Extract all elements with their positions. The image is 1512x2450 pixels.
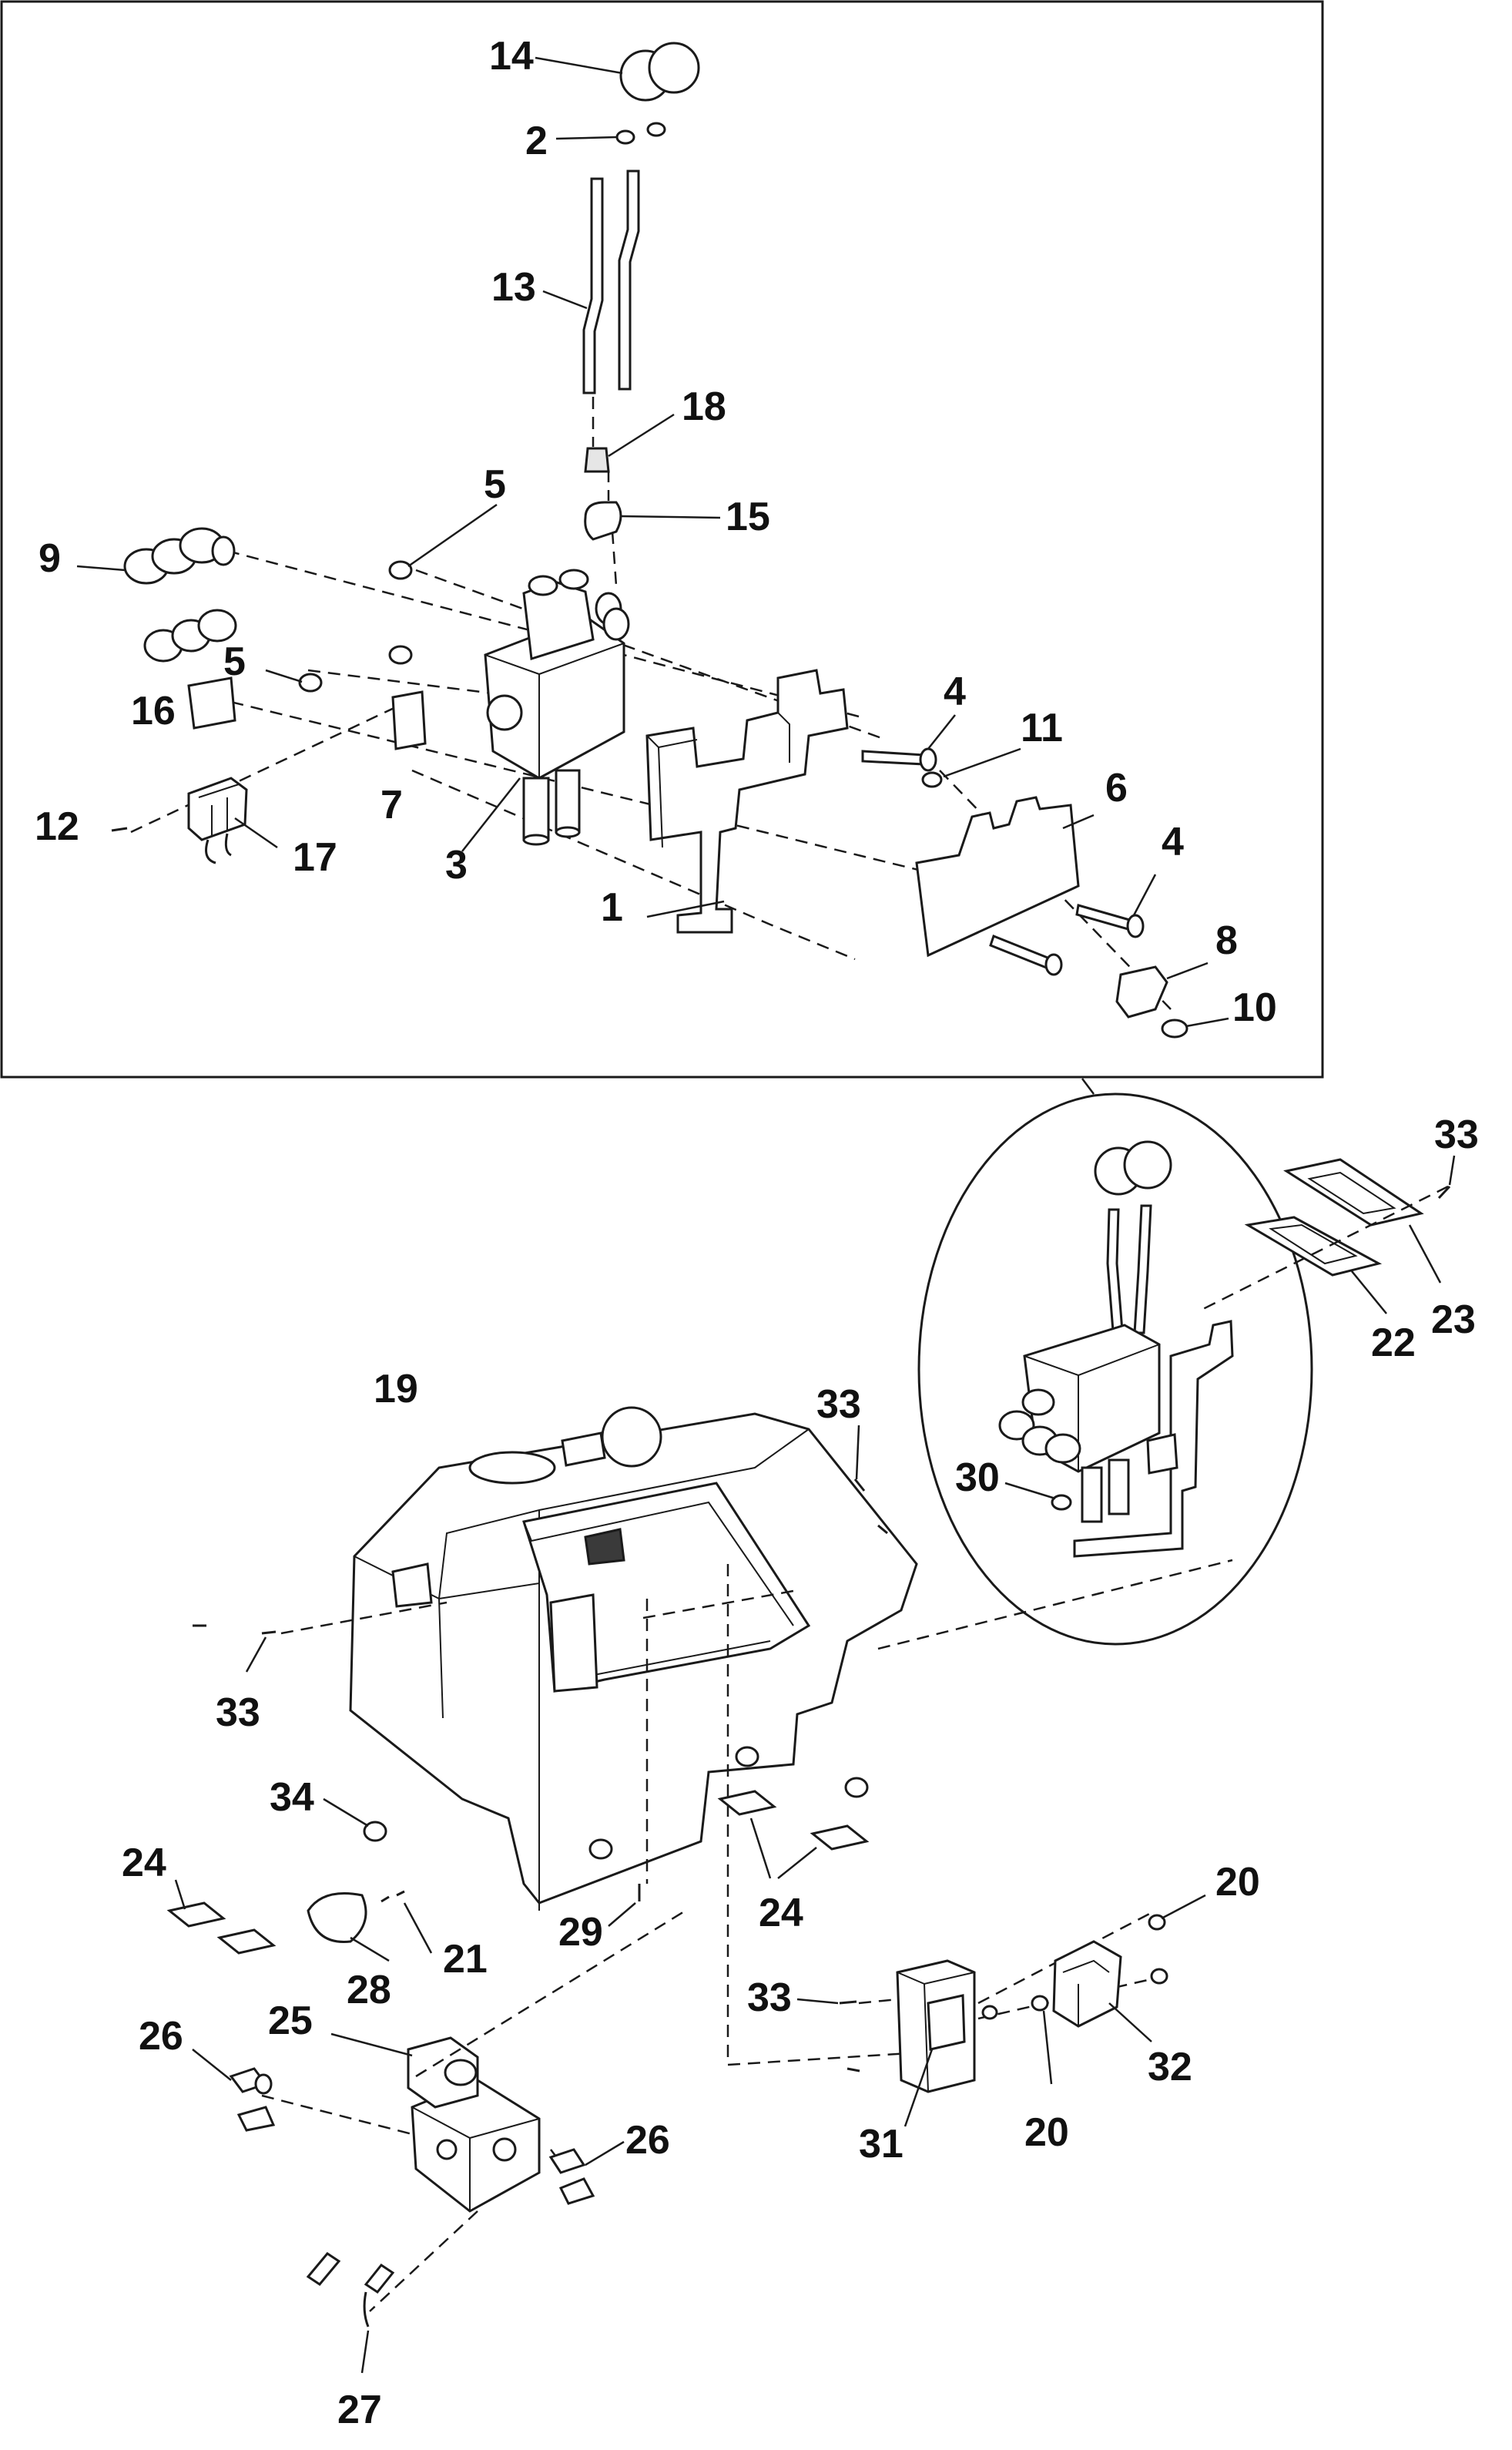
part-fittings-lower (143, 609, 237, 663)
part-screw-33a (1437, 1185, 1451, 1200)
part-knobs (619, 42, 700, 102)
detail-valve-assembly (998, 1140, 1234, 1558)
label-2: 2 (525, 119, 548, 163)
label-32: 32 (1148, 2045, 1192, 2089)
inset-frame (0, 0, 1324, 1079)
part-nut-20a (1148, 1914, 1166, 1931)
part-gasket-22 (1244, 1216, 1383, 1277)
label-28: 28 (347, 1968, 391, 2012)
part-fittings-27 (306, 2252, 395, 2328)
label-16: 16 (131, 689, 176, 733)
label-5b: 5 (223, 639, 246, 684)
part-switch-32 (1052, 1940, 1122, 2028)
label-30: 30 (955, 1455, 1000, 1500)
part-nut-5b (388, 645, 413, 665)
part-screw-33c (839, 2000, 857, 2005)
label-27: 27 (337, 2388, 382, 2432)
part-bushing-34 (363, 1821, 387, 1842)
part-screw-33b (853, 1478, 888, 1535)
part-screw-12 (111, 827, 128, 832)
label-6: 6 (1105, 766, 1128, 811)
part-nut-20b (1031, 1995, 1049, 2012)
label-21: 21 (443, 1937, 488, 1982)
label-11: 11 (1021, 706, 1063, 750)
part-knob-10 (1161, 1019, 1188, 1039)
label-18: 18 (682, 384, 726, 429)
part-fittings-9 (123, 527, 236, 585)
part-screw-21 (381, 1890, 405, 1903)
part-bolt-4b (1075, 904, 1145, 938)
label-1: 1 (601, 885, 623, 930)
label-9: 9 (39, 536, 61, 581)
label-12: 12 (35, 804, 79, 849)
part-housing-19 (349, 1406, 918, 2066)
label-13: 13 (491, 265, 536, 310)
label-34: 34 (270, 1775, 314, 1820)
label-19: 19 (374, 1367, 418, 1411)
label-20b: 20 (1024, 2110, 1069, 2155)
part-cap-28 (307, 1892, 367, 1943)
label-33d: 33 (747, 1975, 792, 2020)
label-15: 15 (726, 495, 770, 539)
label-17: 17 (293, 835, 337, 880)
part-bolt-4a (861, 747, 937, 772)
part-control-valve-3 (484, 569, 630, 846)
part-pads-24-left (166, 1901, 277, 1955)
part-nut-20c (981, 2005, 998, 2020)
label-31: 31 (859, 2122, 904, 2166)
label-24b: 24 (759, 1891, 803, 1935)
part-nut-5a (388, 560, 413, 580)
label-29: 29 (558, 1910, 603, 1955)
part-bushing-b (735, 1746, 759, 1767)
part-plate-6 (915, 796, 1080, 958)
part-fittings-26-left (229, 2067, 276, 2132)
label-26b: 26 (625, 2118, 670, 2163)
label-5a: 5 (484, 462, 506, 507)
label-4a: 4 (944, 670, 966, 714)
label-33a: 33 (1434, 1113, 1479, 1157)
part-fitting-18 (584, 447, 610, 473)
detail-circle (917, 1092, 1313, 1646)
label-3: 3 (445, 843, 468, 888)
part-gasket-23 (1283, 1158, 1424, 1227)
part-bolt-lower (989, 935, 1063, 976)
part-bushing-c (844, 1777, 869, 1798)
part-nut-5c (298, 673, 323, 693)
label-26a: 26 (139, 2014, 183, 2059)
part-pads-24-right (717, 1790, 870, 1851)
label-7: 7 (381, 783, 403, 827)
part-nut-20d (1150, 1968, 1168, 1985)
label-14: 14 (489, 34, 534, 79)
part-switch-8 (1115, 965, 1168, 1019)
label-22: 22 (1371, 1321, 1416, 1365)
label-25: 25 (268, 1999, 313, 2043)
label-10: 10 (1232, 985, 1277, 1030)
label-4b: 4 (1162, 820, 1184, 864)
part-nuts (615, 122, 666, 145)
label-23: 23 (1431, 1297, 1476, 1342)
part-relay-16 (187, 676, 236, 730)
part-bracket-31 (896, 1959, 976, 2093)
part-washer-11 (921, 771, 943, 788)
part-clip-15 (584, 501, 622, 541)
label-20a: 20 (1215, 1860, 1260, 1905)
label-33c: 33 (216, 1690, 260, 1735)
part-plate-7 (391, 690, 427, 750)
part-valve-block-25 (407, 2036, 541, 2213)
label-33b: 33 (816, 1382, 861, 1427)
part-bracket-1 (645, 669, 849, 934)
part-screw-31b (847, 2067, 860, 2072)
part-bushing-d (588, 1838, 613, 1860)
label-24a: 24 (122, 1841, 166, 1885)
part-fittings-26-right (548, 2148, 595, 2205)
label-8: 8 (1215, 918, 1238, 963)
part-screw-left-2 (261, 1630, 277, 1635)
part-levers (582, 169, 640, 394)
